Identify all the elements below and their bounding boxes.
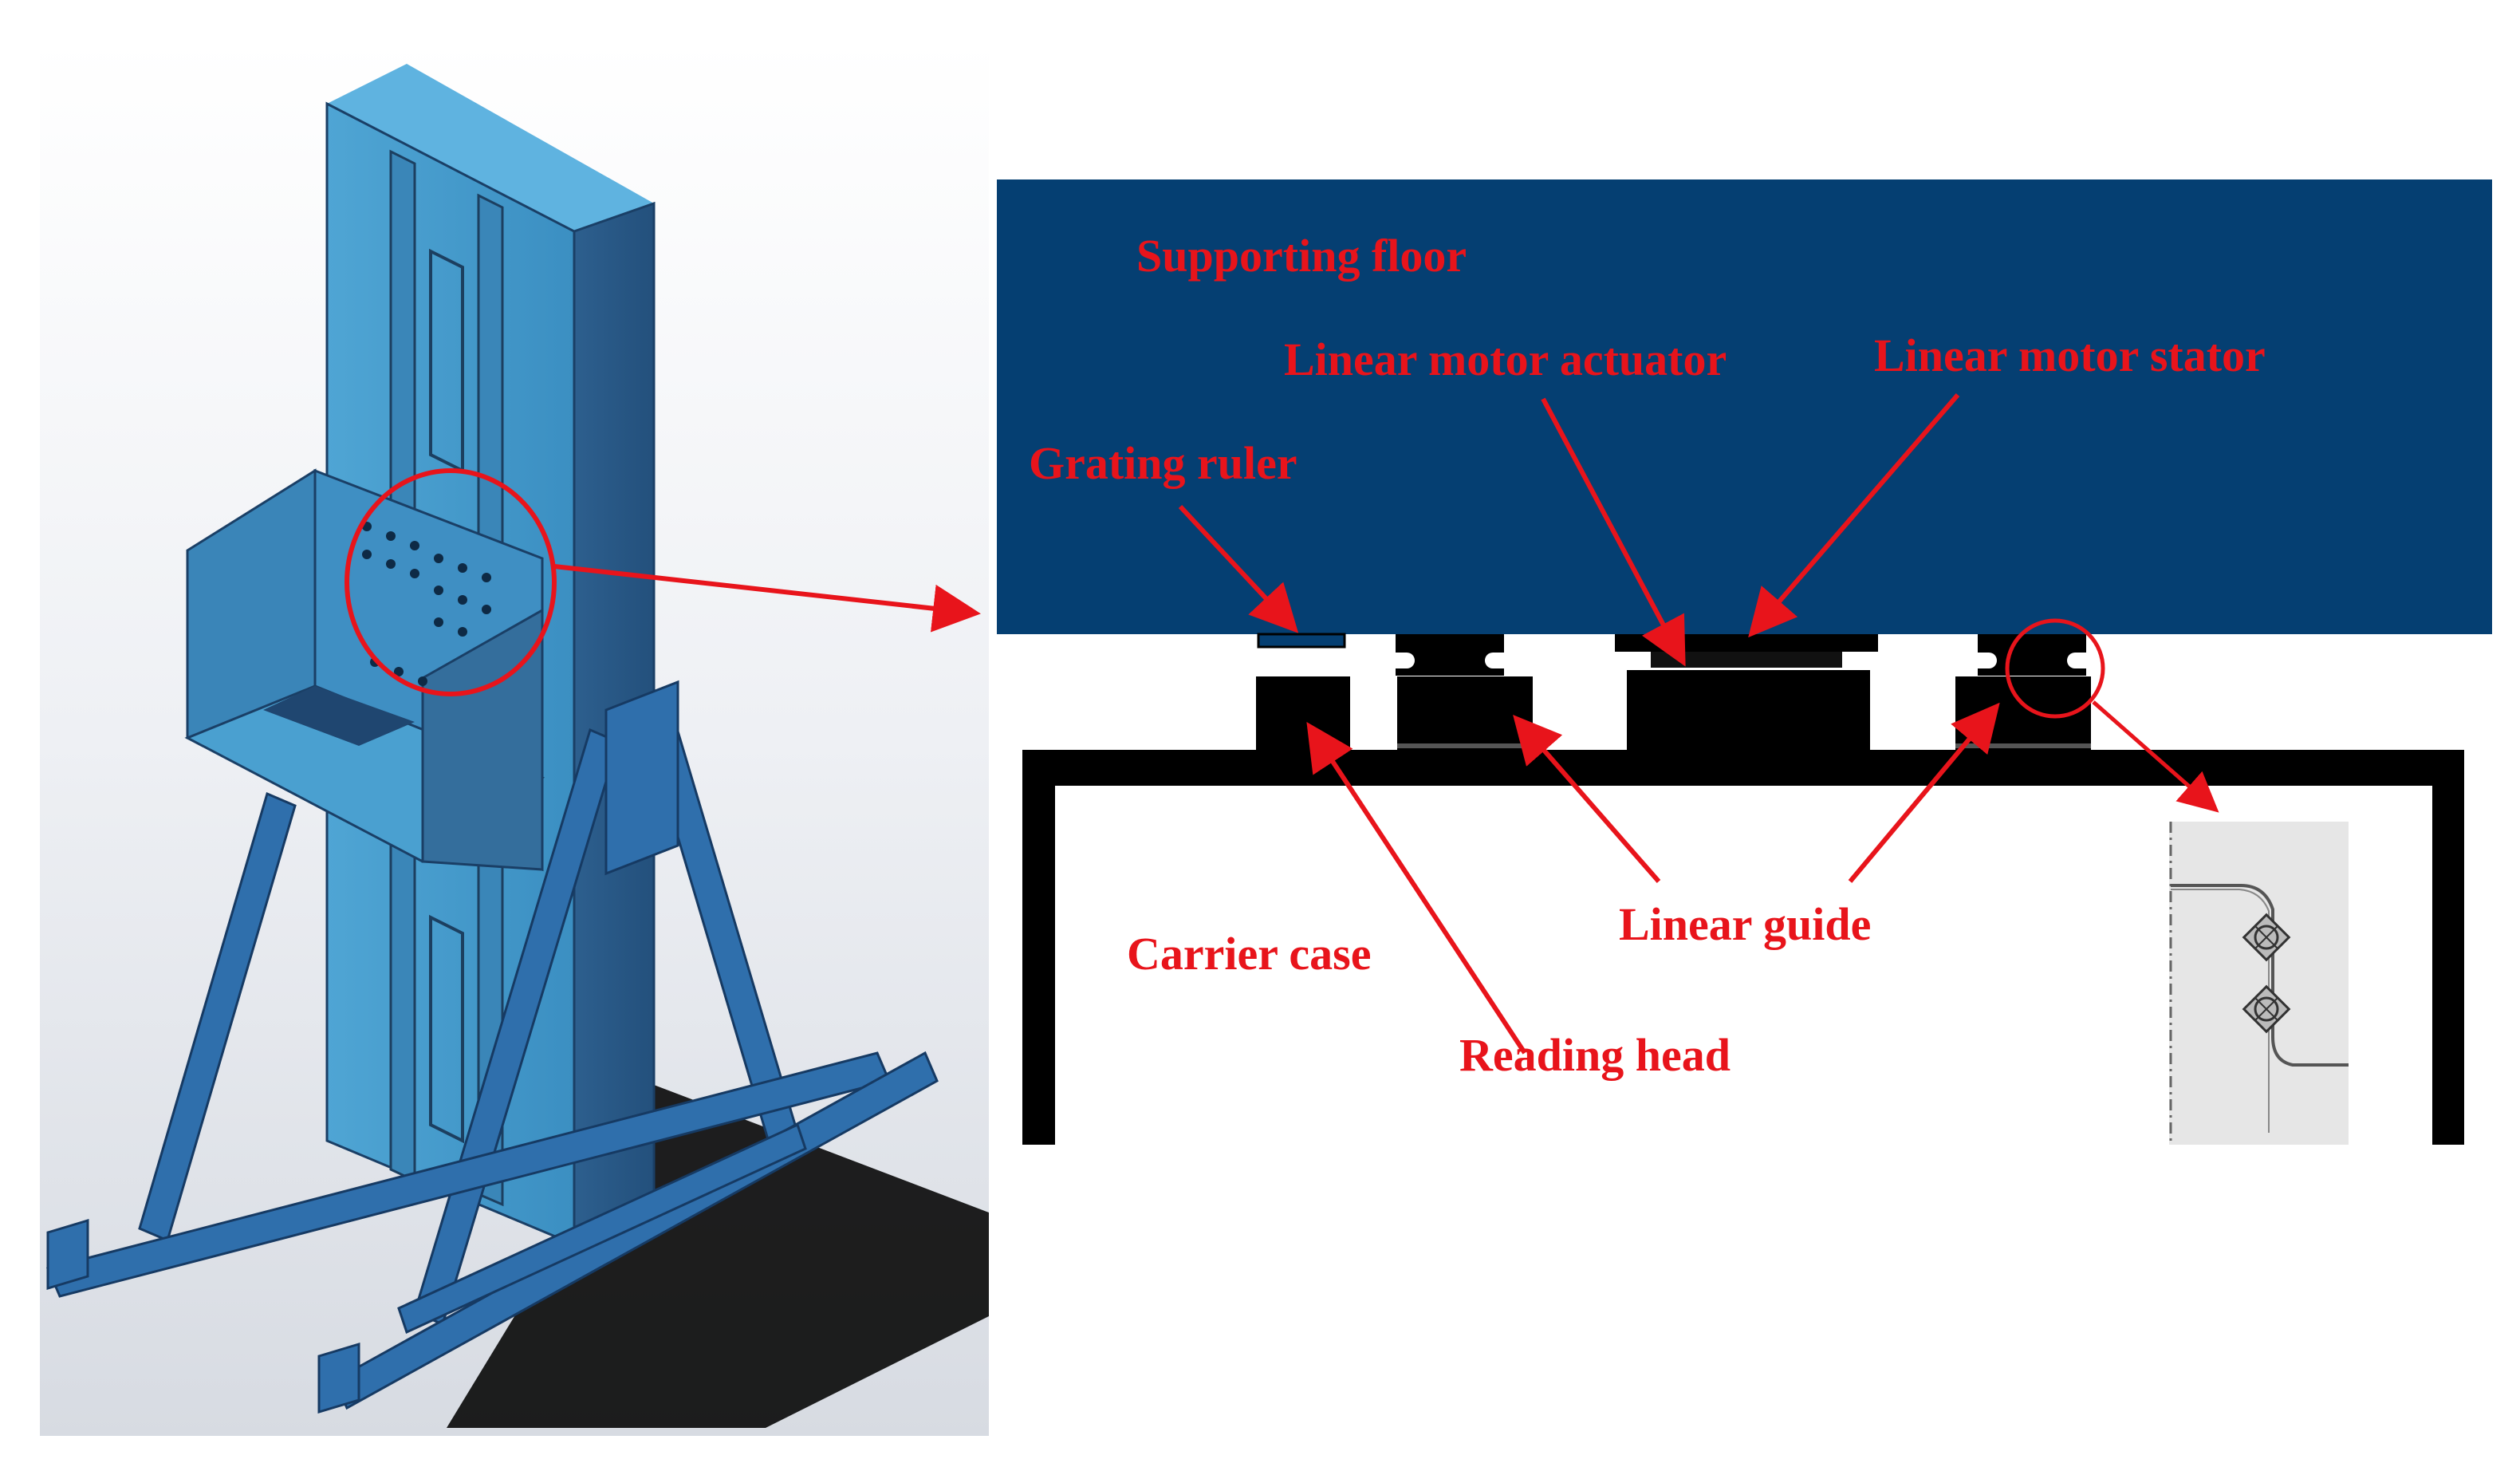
label-grating-ruler: Grating ruler xyxy=(1029,437,1297,489)
arrow-linear-guide-right xyxy=(1848,702,2000,883)
label-supporting-floor: Supporting floor xyxy=(1136,230,1467,282)
carriage-holes xyxy=(362,522,491,686)
detail-arrow xyxy=(2092,700,2219,813)
detail-circle xyxy=(2005,618,2105,719)
arrow-reading-head xyxy=(1306,721,1527,1055)
arrow-linear-motor-actuator xyxy=(1541,397,1686,667)
label-linear-motor-stator: Linear motor stator xyxy=(1874,329,2266,381)
bearing-ball-icon xyxy=(2242,984,2291,1034)
support-legs xyxy=(45,680,939,1414)
label-reading-head: Reading head xyxy=(1459,1029,1731,1081)
reading-head-shape xyxy=(1256,676,1350,751)
arrow-linear-guide-left xyxy=(1513,714,1661,883)
annotation-arrows xyxy=(1178,393,2000,1055)
cross-section: Supporting floor Linear motor actuator L… xyxy=(997,179,2492,1145)
supporting-floor xyxy=(997,179,2492,634)
column-top xyxy=(327,64,654,231)
callout-arrow xyxy=(553,564,981,633)
ground-shadow xyxy=(447,1085,989,1428)
detail-inset xyxy=(2169,822,2349,1145)
linear-motor xyxy=(1615,634,1878,751)
bearing-ball-icon xyxy=(2242,913,2291,962)
callout-circle xyxy=(345,468,557,696)
linear-guide-left xyxy=(1396,634,1533,751)
label-linear-guide: Linear guide xyxy=(1619,898,1871,950)
label-carrier-case: Carrier case xyxy=(1127,928,1371,980)
label-linear-motor-actuator: Linear motor actuator xyxy=(1284,333,1727,385)
grating-ruler-shape xyxy=(1257,633,1346,649)
lifting-frame-render xyxy=(40,40,989,1436)
arrow-linear-motor-stator xyxy=(1748,393,1960,638)
arrow-grating-ruler xyxy=(1178,504,1299,633)
